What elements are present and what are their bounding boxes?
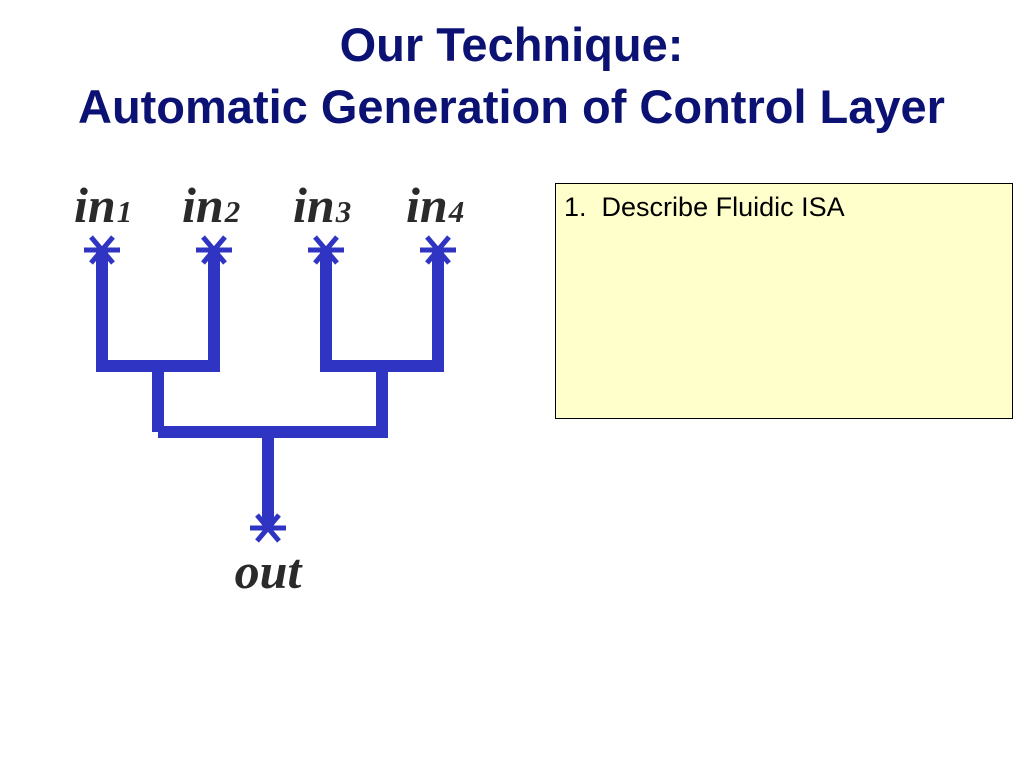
output-port: [250, 513, 286, 543]
input-label-1: in1: [74, 177, 132, 233]
output-label: out: [235, 543, 304, 599]
step-text: Describe Fluidic ISA: [601, 192, 845, 222]
channel-branch-right: [320, 250, 444, 432]
input-label-3: in3: [293, 177, 351, 233]
input-label-4: in4: [406, 177, 464, 233]
channel-trunk: [158, 426, 388, 528]
title-line-2: Automatic Generation of Control Layer: [78, 80, 945, 133]
input-port-3: [308, 235, 344, 265]
steps-note-box: 1. Describe Fluidic ISA: [555, 183, 1013, 419]
input-label-2: in2: [182, 177, 240, 233]
input-port-2: [196, 235, 232, 265]
title-line-1: Our Technique:: [339, 18, 684, 71]
channel-branch-left: [96, 250, 220, 432]
input-port-4: [420, 235, 456, 265]
input-port-1: [84, 235, 120, 265]
step-item-1: 1. Describe Fluidic ISA: [564, 192, 845, 223]
slide-title: Our Technique: Automatic Generation of C…: [0, 14, 1023, 138]
step-number: 1.: [564, 192, 587, 222]
